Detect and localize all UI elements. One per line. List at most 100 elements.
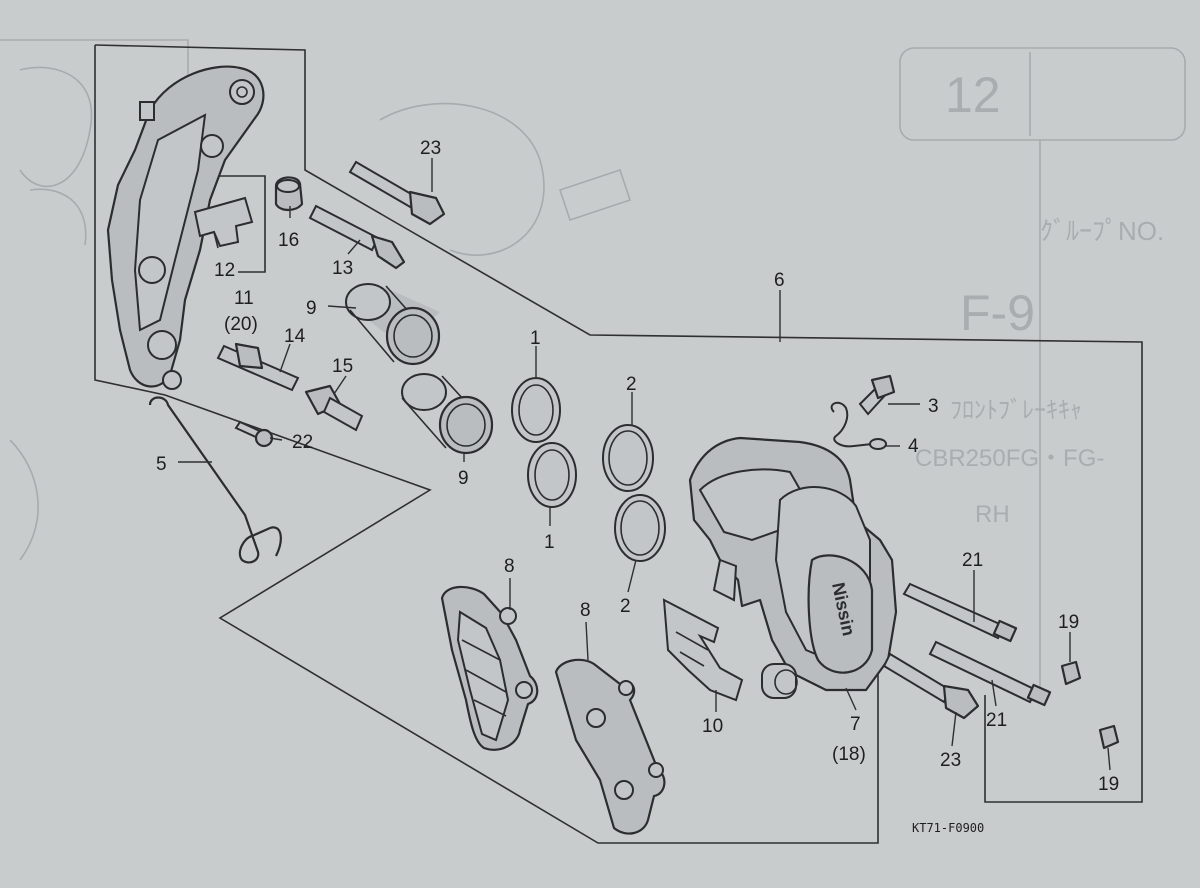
cap-nut-upper — [1060, 660, 1082, 686]
label-21-bottom: 21 — [986, 710, 1007, 731]
pin-boot — [274, 176, 304, 212]
piston-lower-edge-a — [401, 397, 447, 449]
brake-pad-right-hole-upper — [586, 708, 606, 728]
label-11: 11 — [234, 288, 254, 309]
leader-9-top — [327, 305, 357, 309]
pad-shim — [662, 598, 744, 702]
bleeder-cap — [830, 401, 887, 450]
ghost-caption-line-1: ﾌﾛﾝﾄﾌﾞﾚｰｷｷｬ — [950, 397, 1082, 424]
ghost-title-fragment: F-9 — [960, 285, 1035, 341]
label-7: 7 — [850, 714, 861, 735]
caliper-body: Nissin — [688, 436, 898, 699]
brake-pad-right-hole-lower — [614, 780, 634, 800]
caliper-assembly-frame — [94, 44, 1143, 803]
label-15: 15 — [332, 356, 353, 377]
slide-pin-upper-shank — [308, 204, 380, 252]
brake-pad-right-tab-lower — [648, 762, 664, 778]
caliper-pin-boss — [761, 663, 797, 699]
brake-pad-left-tab-lower — [515, 681, 533, 699]
brake-pad-left — [440, 585, 539, 751]
piston-seal-upper-inner — [518, 384, 554, 436]
ghost-bracket — [19, 66, 93, 188]
bleeder-cap-strap — [830, 401, 873, 448]
leader-13 — [347, 239, 361, 255]
label-1-top: 1 — [530, 328, 541, 349]
small-screw-head — [254, 428, 274, 448]
brake-pad-left-grooves — [461, 639, 507, 717]
label-8-right: 8 — [580, 600, 591, 621]
leader-19-bottom — [1107, 747, 1111, 771]
pad-spring-leg — [213, 231, 219, 249]
hose-clip-wire — [148, 396, 282, 564]
label-10: 10 — [702, 716, 723, 737]
label-12: 12 — [214, 260, 235, 281]
piston-upper-face-inner — [393, 314, 433, 358]
label-3: 3 — [928, 396, 939, 417]
leader-lines — [178, 158, 1111, 771]
piston-upper — [345, 283, 441, 366]
background-ghost-drawing: 12 ｸﾞﾙｰﾌﾟNO. F-9 ﾌﾛﾝﾄﾌﾞﾚｰｷｷｬ CBR250FG・FG… — [0, 39, 1186, 700]
label-2-top: 2 — [626, 374, 637, 395]
bracket-pin-hole-lower — [138, 256, 166, 284]
cap-nuts — [1060, 660, 1120, 750]
label-19-top: 19 — [1058, 612, 1079, 633]
pin-bolt-shank — [322, 396, 364, 432]
label-2-bottom: 2 — [620, 596, 631, 617]
ghost-caption-line-3: RH — [975, 501, 1010, 528]
flange-bolt-top — [348, 160, 446, 226]
dust-seals — [602, 424, 666, 562]
pad-spring-body — [193, 196, 254, 248]
piston-lower-back — [401, 373, 447, 411]
pin-bolt — [304, 384, 364, 432]
label-4: 4 — [908, 436, 919, 457]
slide-pin-upper — [308, 204, 406, 270]
label-19-bottom: 19 — [1098, 774, 1119, 795]
piston-lower-face-inner — [446, 403, 486, 447]
pad-spring-bracket-line — [192, 175, 266, 273]
small-screw — [234, 420, 274, 448]
label-20: (20) — [224, 314, 258, 335]
label-18: (18) — [832, 744, 866, 765]
leader-2-bottom — [627, 559, 637, 593]
caliper-lug — [712, 558, 738, 602]
bracket-bolt-hole-upper-inner — [236, 86, 248, 98]
leader-23-bottom — [951, 711, 957, 747]
ghost-hose — [9, 439, 39, 561]
ghost-bolt — [558, 168, 632, 222]
label-1-bottom: 1 — [544, 532, 555, 553]
label-9-top: 9 — [306, 298, 317, 319]
label-23-bottom: 23 — [940, 750, 961, 771]
pad-shim-body — [662, 598, 744, 702]
label-9-bottom: 9 — [458, 468, 469, 489]
piston-seal-lower-inner — [534, 449, 570, 501]
caliper-brand-boss — [807, 554, 874, 674]
part-labels: 23 16 13 12 11 (20) 6 9 14 15 22 1 2 3 4… — [156, 138, 1119, 795]
bracket-bolt-hole-upper — [229, 79, 255, 105]
label-21-top: 21 — [962, 550, 983, 571]
bracket-bolt-hole-lower — [147, 330, 177, 360]
label-6: 6 — [774, 270, 785, 291]
ghost-curve-a — [29, 188, 87, 246]
leader-21-bottom — [991, 679, 997, 707]
pad-spring — [193, 196, 254, 249]
bracket-stud — [139, 101, 155, 121]
caliper-bracket — [106, 65, 265, 390]
flange-bolt-top-head — [408, 190, 446, 226]
brake-pad-right — [554, 658, 666, 835]
piston-lower — [401, 373, 494, 455]
leader-15 — [333, 375, 347, 395]
slide-pin-lower — [216, 342, 300, 392]
flange-bolt-lower-shank — [882, 652, 952, 704]
dust-seal-upper — [602, 424, 654, 492]
leader-22 — [269, 437, 283, 441]
flange-bolt-lower-head — [942, 684, 980, 720]
hose-clip-wire-path — [148, 396, 282, 564]
label-23-top: 23 — [420, 138, 441, 159]
label-22: 22 — [292, 432, 313, 453]
group-frames — [94, 44, 1143, 844]
bracket-tab-hole — [162, 370, 182, 390]
caliper-pin-lower-head — [1026, 683, 1052, 707]
caliper-pin-lower-shank — [928, 640, 1038, 704]
pad-shim-ribs — [675, 631, 709, 667]
